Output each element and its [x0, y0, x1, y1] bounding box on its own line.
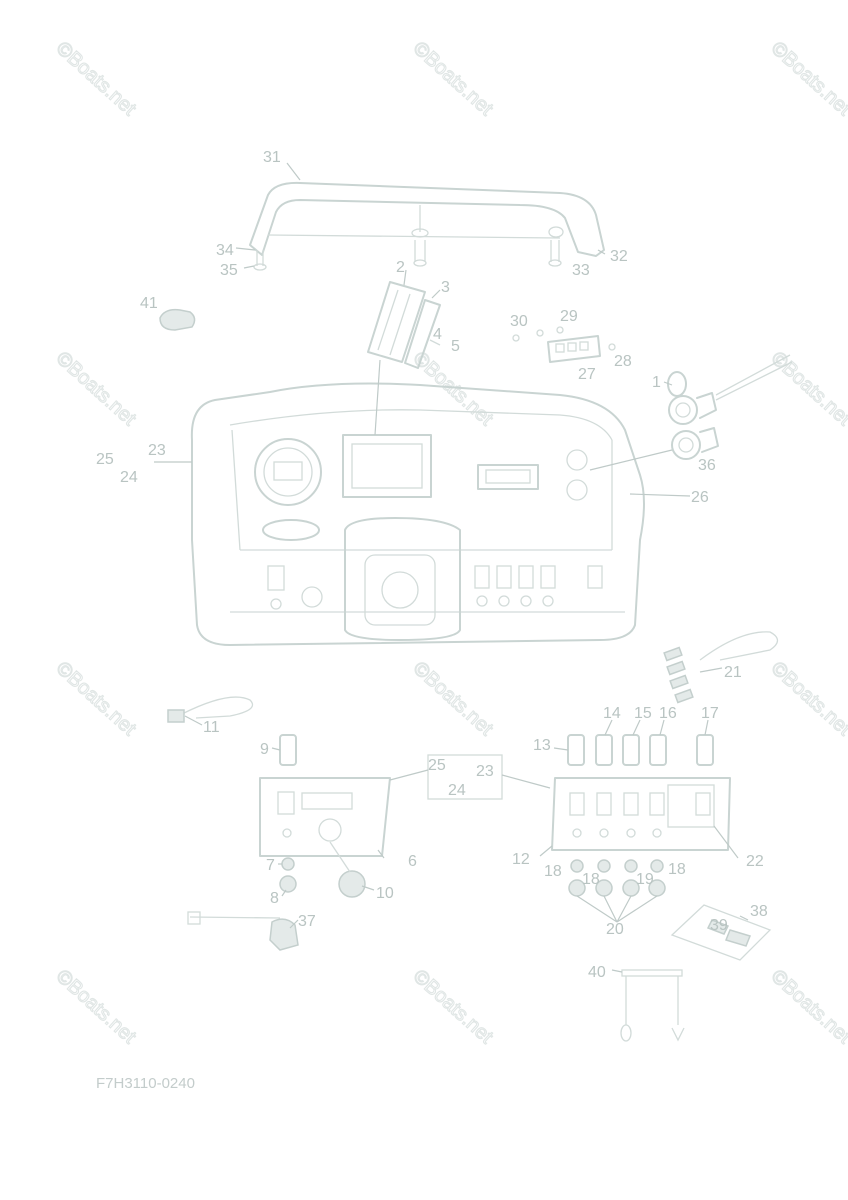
callout-27: 27 [578, 366, 596, 383]
callout-15: 15 [634, 705, 652, 722]
callout-28: 28 [614, 353, 632, 370]
callout-33: 33 [572, 262, 590, 279]
callout-36: 36 [698, 457, 716, 474]
callout-18a: 18 [544, 863, 562, 880]
callout-3: 3 [441, 279, 450, 296]
watermark-text: ©Boats.net [767, 657, 848, 740]
power-socket-part [667, 354, 793, 460]
left-switch-panel-part [259, 734, 391, 898]
callout-18c: 18 [668, 861, 686, 878]
callout-37: 37 [298, 913, 316, 930]
grab-handle-part [249, 181, 605, 271]
callout-11: 11 [203, 719, 220, 736]
callout-32: 32 [610, 248, 628, 265]
callout-39: 39 [710, 917, 728, 934]
callout-6: 6 [408, 853, 417, 870]
callout-10: 10 [376, 885, 394, 902]
callout-17: 17 [701, 705, 719, 722]
callout-20: 20 [606, 921, 624, 938]
spare-key-part [670, 904, 772, 961]
watermark-text: ©Boats.net [52, 657, 141, 740]
callout-1: 1 [652, 374, 661, 391]
callout-7: 7 [266, 857, 275, 874]
watermark-text: ©Boats.net [52, 37, 141, 120]
callout-12: 12 [512, 851, 530, 868]
callout-24b: 24 [448, 782, 466, 799]
callout-23b: 23 [476, 763, 494, 780]
watermark-text: ©Boats.net [767, 347, 848, 430]
watermark-text: ©Boats.net [409, 965, 498, 1048]
callout-9: 9 [260, 741, 269, 758]
callout-19: 19 [636, 871, 654, 888]
callout-2: 2 [396, 259, 405, 276]
meter-bracket-part [367, 281, 441, 369]
callout-labels: 31 32 33 34 35 2 3 4 5 41 30 29 27 28 1 … [96, 149, 768, 981]
watermark-text: ©Boats.net [409, 657, 498, 740]
callout-30: 30 [510, 313, 528, 330]
dashboard-console-part [190, 382, 645, 646]
fastener-group-part [389, 754, 551, 800]
callout-41: 41 [140, 295, 158, 312]
callout-8: 8 [270, 890, 279, 907]
callout-25b: 25 [428, 757, 446, 774]
callout-14: 14 [603, 705, 621, 722]
callout-16: 16 [659, 705, 677, 722]
callout-21: 21 [724, 664, 742, 681]
watermark-text: ©Boats.net [767, 965, 848, 1048]
callout-26: 26 [691, 489, 709, 506]
callout-31: 31 [263, 149, 281, 166]
diagram-code-label: F7H3110-0240 [96, 1075, 195, 1092]
leader-lines [154, 162, 749, 973]
plug-cap-part [159, 308, 196, 331]
callout-25: 25 [96, 451, 114, 468]
coiled-lanyard-part [620, 969, 685, 1042]
callout-29: 29 [560, 308, 578, 325]
watermark-text: ©Boats.net [767, 37, 848, 120]
watermark-text: ©Boats.net [52, 347, 141, 430]
callout-34: 34 [216, 242, 234, 259]
lanyard-switch-part [187, 911, 299, 951]
wire-harness-part [663, 631, 779, 704]
callout-38: 38 [750, 903, 768, 920]
callout-4: 4 [433, 326, 442, 343]
switch-panel-part [512, 326, 616, 363]
callout-13: 13 [533, 737, 551, 754]
lead-wire-part [167, 696, 254, 723]
watermark-text: ©Boats.net [52, 965, 141, 1048]
watermark-text: ©Boats.net [409, 37, 498, 120]
right-switch-panel-part [551, 734, 731, 923]
callout-35: 35 [220, 262, 238, 279]
callout-40: 40 [588, 964, 606, 981]
callout-5: 5 [451, 338, 460, 355]
callout-18b: 18 [582, 871, 600, 888]
callout-24: 24 [120, 469, 138, 486]
callout-23: 23 [148, 442, 166, 459]
callout-22: 22 [746, 853, 764, 870]
